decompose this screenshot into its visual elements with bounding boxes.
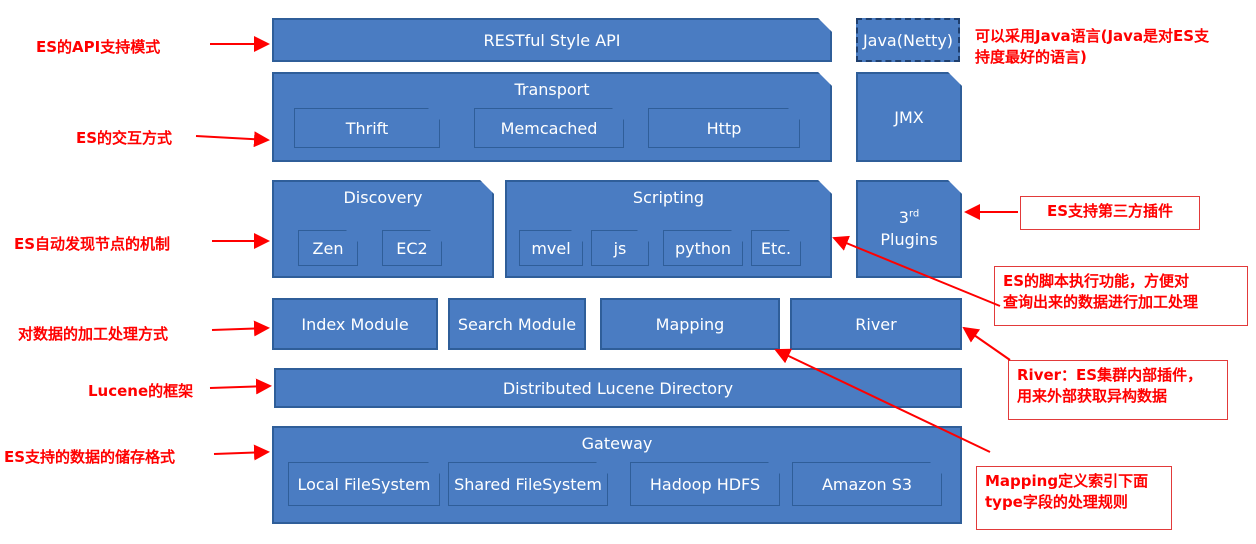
mapping-note: Mapping定义索引下面 type字段的处理规则	[976, 466, 1172, 530]
third-party-plugins-block: 3rd Plugins	[856, 180, 962, 278]
label-discovery: ES自动发现节点的机制	[14, 235, 171, 253]
plugins-label: Plugins	[880, 230, 938, 249]
gateway-title: Gateway	[581, 434, 653, 453]
label-interaction: ES的交互方式	[76, 129, 173, 147]
transport-layer: Transport Thrift Memcached Http	[272, 72, 832, 162]
label-lucene: Lucene的框架	[88, 382, 194, 400]
transport-http: Http	[648, 108, 800, 148]
arrow-storage	[213, 444, 270, 461]
scripting-python: python	[663, 230, 743, 266]
transport-thrift: Thrift	[294, 108, 440, 148]
script-note: ES的脚本执行功能，方便对 查询出来的数据进行加工处理	[994, 266, 1248, 326]
restful-api-label: RESTful Style API	[483, 30, 621, 50]
arrow-river	[962, 326, 1011, 361]
arrow-lucene	[209, 378, 272, 395]
plugins-note: ES支持第三方插件	[1020, 196, 1200, 230]
transport-title: Transport	[514, 80, 590, 99]
scripting-etc: Etc.	[751, 230, 801, 266]
index-module: Index Module	[272, 298, 438, 350]
plugins-count: 3rd	[898, 208, 920, 228]
arrow-processing	[211, 320, 270, 337]
java-note: 可以采用Java语言(Java是对ES支 持度最好的语言)	[975, 27, 1210, 66]
gateway-hadoop-hdfs: Hadoop HDFS	[630, 462, 780, 506]
mapping-module: Mapping	[600, 298, 780, 350]
distributed-lucene-directory: Distributed Lucene Directory	[274, 368, 962, 408]
label-processing: 对数据的加工处理方式	[18, 325, 169, 343]
gateway-layer: Gateway Local FileSystem Shared FileSyst…	[272, 426, 962, 524]
jmx-block: JMX	[856, 72, 962, 162]
discovery-zen: Zen	[298, 230, 358, 266]
transport-memcached: Memcached	[474, 108, 624, 148]
arrow-interaction	[195, 131, 270, 148]
restful-api-layer: RESTful Style API	[272, 18, 832, 62]
gateway-amazon-s3: Amazon S3	[792, 462, 942, 506]
gateway-local-fs: Local FileSystem	[288, 462, 440, 506]
river-module: River	[790, 298, 962, 350]
discovery-ec2: EC2	[382, 230, 442, 266]
river-note: River：ES集群内部插件， 用来外部获取异构数据	[1008, 360, 1228, 420]
search-module: Search Module	[448, 298, 586, 350]
discovery-layer: Discovery Zen EC2	[272, 180, 494, 278]
discovery-title: Discovery	[343, 188, 423, 207]
java-netty-block: Java(Netty)	[856, 18, 960, 62]
scripting-js: js	[591, 230, 649, 266]
gateway-shared-fs: Shared FileSystem	[448, 462, 608, 506]
scripting-mvel: mvel	[519, 230, 583, 266]
label-storage: ES支持的数据的储存格式	[4, 448, 176, 466]
label-api-mode: ES的API支持模式	[36, 38, 161, 56]
scripting-title: Scripting	[632, 188, 705, 207]
scripting-layer: Scripting mvel js python Etc.	[505, 180, 832, 278]
